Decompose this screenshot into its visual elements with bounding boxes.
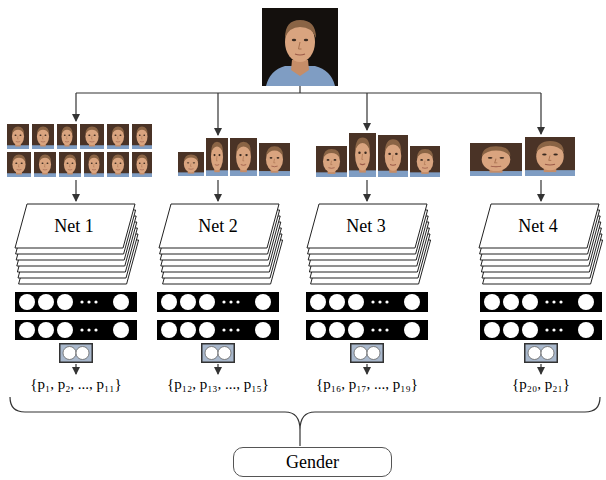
input-arrows xyxy=(76,180,541,201)
output-layer xyxy=(60,344,558,363)
network-stack: Net 2 xyxy=(158,203,282,283)
net-label: Net 4 xyxy=(518,216,558,237)
fc-layers xyxy=(15,292,602,340)
probability-set: {p₂₀, p₂₁} xyxy=(512,375,570,393)
input-photo xyxy=(262,8,338,86)
output-label: Gender xyxy=(286,452,339,473)
layer-stack-outline xyxy=(306,203,434,285)
probability-set: {p₁₂, p₁₃, ..., p₁₅} xyxy=(167,375,269,393)
net-label: Net 1 xyxy=(54,216,94,237)
network-stack: Net 4 xyxy=(478,203,602,283)
net-label-area: Net 4 xyxy=(488,204,588,248)
face-patches xyxy=(470,137,575,176)
net-label-area: Net 3 xyxy=(316,204,416,248)
layer-stack-outline xyxy=(14,203,142,285)
net-label: Net 2 xyxy=(198,216,238,237)
layer-stack-outline xyxy=(478,203,606,285)
probability-set: {p₁₆, p₁₇, ..., p₁₉} xyxy=(316,375,418,393)
network-stack: Net 3 xyxy=(306,203,430,283)
net-label: Net 3 xyxy=(346,216,386,237)
net-label-area: Net 1 xyxy=(24,204,124,248)
merge-brace xyxy=(10,397,600,430)
layer-stack-outline xyxy=(158,203,286,285)
net-label-area: Net 2 xyxy=(168,204,268,248)
probability-set: {p₁, p₂, ..., p₁₁} xyxy=(30,375,122,393)
output-arrows xyxy=(76,364,541,374)
network-stack: Net 1 xyxy=(14,203,138,283)
face-patches xyxy=(178,138,290,176)
face-patches xyxy=(316,133,440,177)
merge-brace xyxy=(299,430,300,446)
face-patches xyxy=(7,124,152,177)
output-box: Gender xyxy=(233,447,392,477)
